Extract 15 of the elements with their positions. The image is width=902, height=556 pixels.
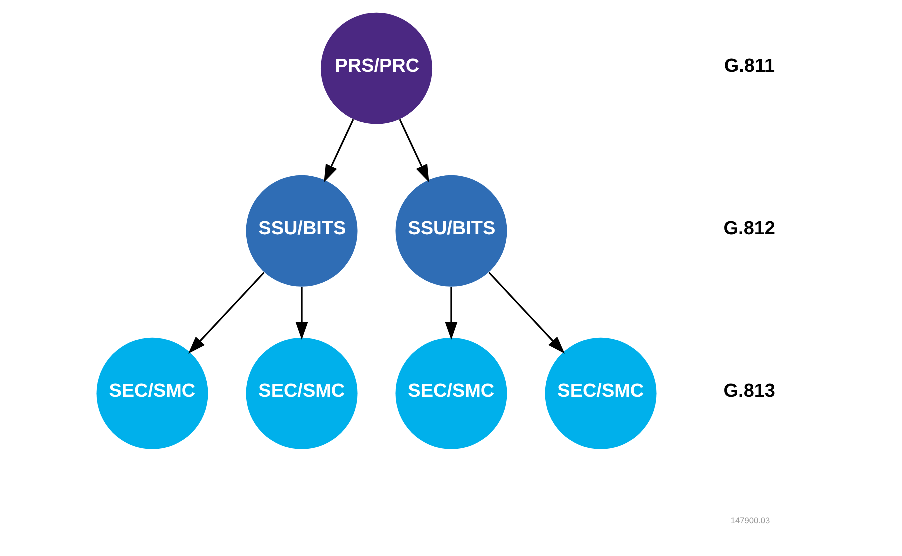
node-circle: PRS/PRC [320,12,432,124]
arrow [295,287,308,340]
node-circle: SSU/BITS [395,175,507,287]
arrow [444,287,458,340]
arrow [188,272,264,354]
label: G.812 [723,218,775,240]
arrow [488,272,564,354]
node-circle: SEC/SMC [395,338,507,450]
node-circle: SEC/SMC [246,338,358,450]
label: 147900.03 [730,516,770,526]
arrow [398,119,429,182]
label: G.811 [724,56,775,77]
label: G.813 [723,381,775,402]
node-circle: SSU/BITS [246,175,358,287]
arrow [324,119,354,182]
